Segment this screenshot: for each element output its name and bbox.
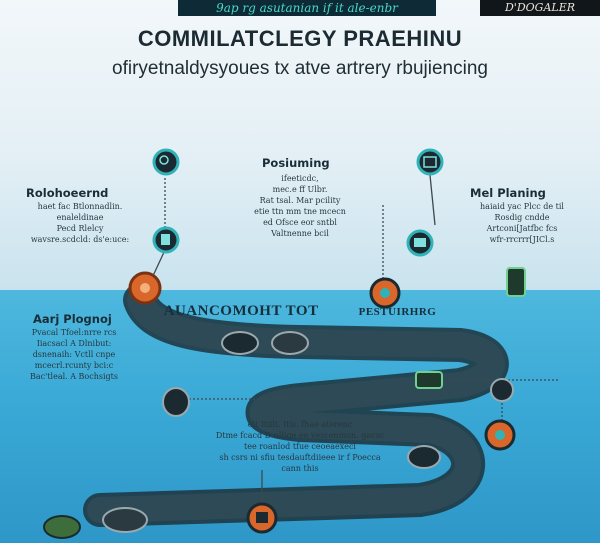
gear-icon (128, 271, 162, 305)
text-line: haiaid yac Plcc de til (480, 202, 564, 211)
search-icon (152, 148, 180, 176)
top-banner: 9ap rg asutanian if it ale-enbr (178, 0, 436, 16)
text-line: cann this (281, 464, 319, 473)
section-text-top-right: haiaid yac Plcc de til Rosdig cndde Artc… (462, 201, 582, 245)
car-icon (271, 331, 309, 355)
text-line: mcecrl.rcunty bci:c (34, 361, 114, 370)
connector-line (151, 249, 166, 279)
ticket-icon (43, 515, 81, 539)
text-line: dsnenaih: Vctll cnpe (32, 350, 116, 359)
car-icon (162, 387, 190, 417)
text-line: Rat tsal. Mar pcility (259, 196, 341, 205)
brand-logo: D'DOGALER (480, 0, 600, 16)
section-heading-left-mid: Aarj Plognoj (33, 312, 112, 326)
section-heading-top-center: Posiuming (262, 156, 330, 170)
ticket-icon (406, 229, 434, 257)
center-heading-left: AUANCOMOHT TOT (163, 303, 319, 319)
text-line: wfr-rrcrrr[JICl.s (489, 235, 555, 244)
calendar-icon (416, 148, 444, 176)
text-line: Pvacal Tfoel:nrre rcs (31, 328, 117, 337)
calendar-icon (246, 502, 278, 534)
page-subtitle: ofiryetnaldysyoues tx atve artrery rbuji… (112, 58, 488, 79)
text-line: Iiacsacl A Dlnibut: (36, 339, 112, 348)
car-icon (221, 331, 259, 355)
section-text-left-mid: Pvacal Tfoel:nrre rcs Iiacsacl A Dlnibut… (14, 327, 134, 382)
car-icon (407, 445, 441, 469)
text-line: wavsre.scdcld: ds'e:uce: (30, 235, 130, 244)
section-heading-top-right: Mel Planing (470, 186, 546, 200)
phone-icon (506, 267, 526, 297)
road-path-inner (87, 287, 505, 523)
text-line: Artconi[Jatfbc fcs (486, 224, 558, 233)
text-line: Bac'tleal. A Bochsigts (29, 372, 118, 381)
text-line: ifeeticdc, (281, 174, 319, 183)
car-icon (102, 507, 148, 533)
text-line: Valtnenne bcil (271, 229, 329, 238)
section-text-bottom-center: elt Itiilt. Itis. fhae aterenc Dtme fcac… (200, 419, 400, 474)
section-heading-top-left: Rolohoeernd (26, 186, 109, 200)
text-line: elt Itiilt. Itis. fhae aterenc (247, 420, 353, 429)
text-line: tee roanlod tfue ceoeaexecl (244, 442, 356, 451)
background-top (0, 0, 600, 290)
text-line: haet fac Btlonnadlin. (37, 202, 123, 211)
pin-icon (369, 277, 401, 309)
section-heading-center-mid: AUANCOMOHT TOT PESTUIRHRG (0, 303, 600, 320)
center-heading-right: PESTUIRHRG (358, 306, 437, 318)
gear-icon (490, 378, 514, 402)
text-line: etie ttn mm tne mcecn (254, 207, 346, 216)
text-line: Dtme fcacd D ullige ee vescenmon. gacsc (215, 431, 385, 440)
text-line: ed Ofsce eor sntbl (263, 218, 337, 227)
text-line: sh csrs ni sfiu tesdauftdiieee ir f Poec… (219, 453, 381, 462)
cart-icon (415, 371, 443, 389)
connector-line (429, 174, 436, 226)
text-line: enaleldinae (56, 213, 104, 222)
page-title: COMMILATCLEGY PRAEHINU (137, 26, 463, 51)
section-text-top-left: haet fac Btlonnadlin. enaleldinae Pecd R… (20, 201, 140, 245)
text-line: Rosdig cndde (494, 213, 550, 222)
section-text-top-center: ifeeticdc, mec.e ff Ulbr. Rat tsal. Mar … (240, 173, 360, 239)
gear-icon (484, 419, 516, 451)
document-icon (152, 226, 180, 254)
text-line: mec.e ff Ulbr. (272, 185, 328, 194)
text-line: Pecd Rlelcy (56, 224, 104, 233)
